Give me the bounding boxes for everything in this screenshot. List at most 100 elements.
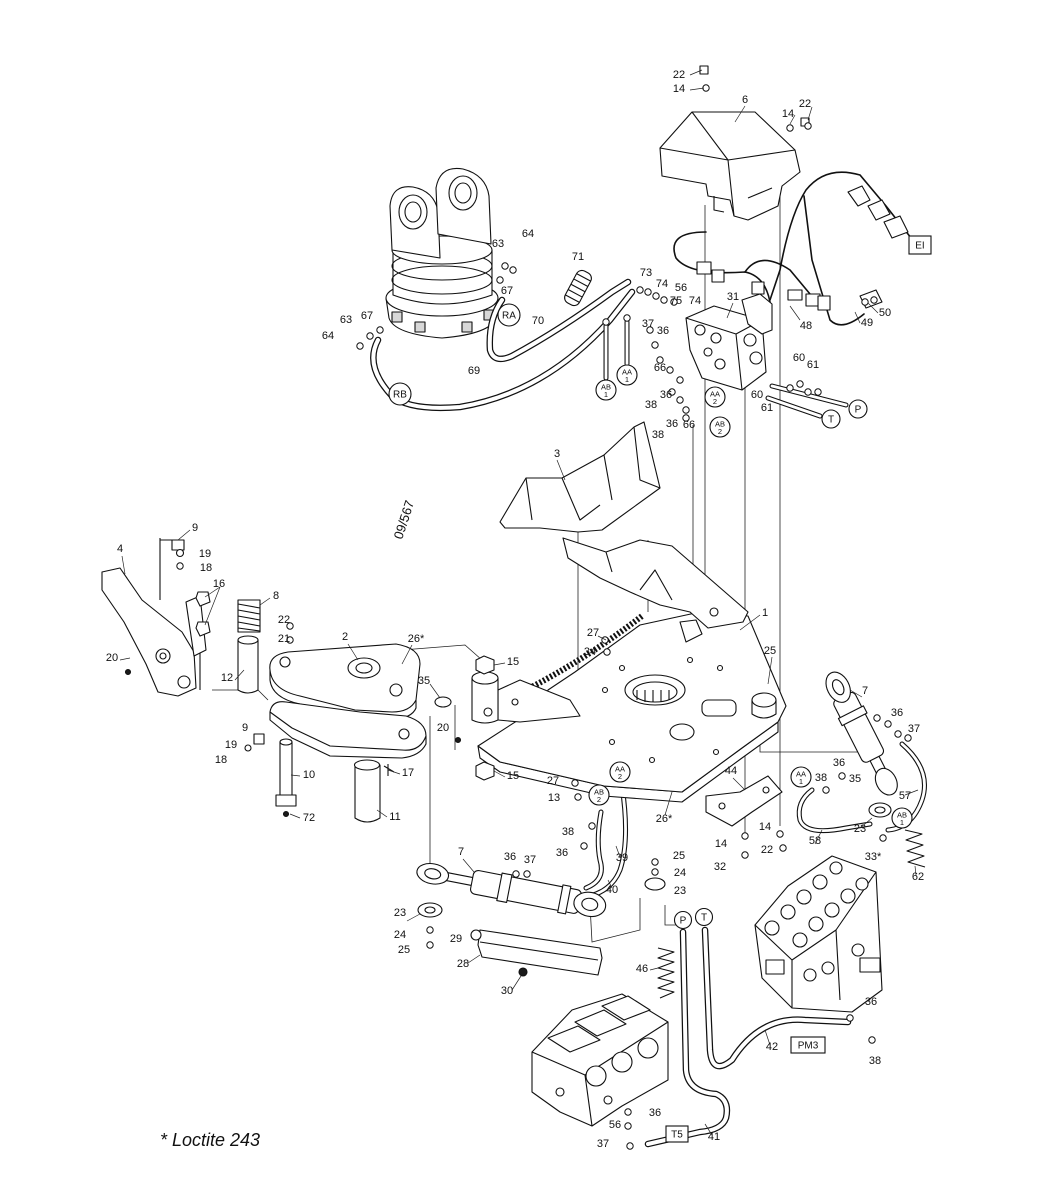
fitting	[741, 832, 749, 840]
callout-number: 49	[861, 317, 873, 329]
fitting	[624, 1122, 632, 1130]
pivot-bracket	[434, 671, 581, 724]
port-label-top: AA	[615, 765, 625, 774]
callout-number: 15	[507, 656, 519, 668]
callout-number: 62	[912, 871, 924, 883]
port-label: AA1	[790, 766, 812, 788]
fitting	[846, 1014, 854, 1022]
callout-number: 60	[793, 352, 805, 364]
fitting	[676, 396, 684, 404]
fitting	[496, 276, 504, 284]
port-label-bottom: 1	[604, 390, 608, 399]
callout-number: 10	[303, 769, 315, 781]
hose-to-t-core	[766, 396, 822, 418]
callout-number: 37	[908, 723, 920, 735]
callout-number: 48	[800, 320, 812, 332]
callout-number: 22	[278, 614, 290, 626]
fitting	[603, 648, 611, 656]
fitting	[574, 793, 582, 801]
port-label-circle	[694, 907, 714, 927]
callout-number: 36	[666, 418, 678, 430]
callout-number: 38	[652, 429, 664, 441]
port-label: AB1	[595, 379, 617, 401]
fitting	[776, 830, 784, 838]
callout-number: 22	[799, 98, 811, 110]
callout-number: 21	[278, 633, 290, 645]
port-label: AB2	[709, 416, 731, 438]
port-label-circle	[588, 784, 610, 806]
fitting	[624, 1108, 632, 1116]
callout-number: 24	[674, 867, 686, 879]
fitting	[366, 332, 374, 340]
port-label-circle	[595, 379, 617, 401]
nuts-part-15	[454, 655, 495, 781]
fitting	[822, 786, 830, 794]
callout-number: 23	[674, 885, 686, 897]
solenoid-valve	[531, 993, 669, 1127]
fitting	[623, 314, 631, 322]
port-label-circle	[704, 386, 726, 408]
callout-number: 67	[361, 310, 373, 322]
callout-number: 36	[660, 389, 672, 401]
port-label: P	[673, 910, 693, 930]
callout-number: 63	[340, 314, 352, 326]
callout-number: 2	[342, 631, 348, 643]
callout-number: 11	[389, 811, 400, 823]
fitting	[588, 822, 596, 830]
port-label: P	[848, 399, 868, 419]
callout-number: 66	[683, 419, 695, 431]
fitting	[571, 779, 579, 787]
hose-39-core	[588, 784, 627, 898]
callout-number: 3	[554, 448, 560, 460]
port-label-bottom: 1	[625, 375, 629, 384]
fitting	[426, 926, 434, 934]
fitting	[523, 870, 531, 878]
fitting	[779, 844, 787, 852]
callout-number: 23	[394, 907, 406, 919]
cover-part-6	[659, 65, 810, 221]
callout-number: 39	[616, 852, 628, 864]
callout-number: 4	[117, 543, 123, 555]
callout-number: 64	[322, 330, 334, 342]
port-label-text: P	[855, 405, 862, 416]
callout-number: 36	[657, 325, 669, 337]
callout-number: 16	[213, 578, 225, 590]
callout-number: 36	[504, 851, 516, 863]
fitting	[804, 388, 812, 396]
callout-number: 60	[751, 389, 763, 401]
pins-10-11	[275, 738, 395, 823]
hose-70-core	[487, 280, 630, 361]
callout-number: 64	[522, 228, 534, 240]
port-label-circle	[388, 382, 412, 406]
fitting	[894, 730, 902, 738]
fitting	[884, 720, 892, 728]
arm-part-2	[269, 643, 427, 759]
cylinder-part-7-right	[825, 671, 898, 796]
fitting	[601, 636, 609, 644]
port-label-text: P	[680, 916, 687, 927]
port-label-top: AA	[710, 390, 720, 399]
callout-number: 35	[418, 675, 430, 687]
callout-number: 34	[584, 646, 596, 658]
port-label-circle	[616, 364, 638, 386]
fitting	[804, 122, 812, 130]
connection-label: T5	[665, 1125, 689, 1143]
fitting	[873, 714, 881, 722]
port-label-circle	[673, 910, 693, 930]
connection-label: EI	[908, 235, 932, 255]
callout-number: 26*	[408, 633, 425, 645]
callout-number: 38	[815, 772, 827, 784]
protective-sleeves	[564, 269, 926, 999]
rotator	[385, 167, 499, 339]
connection-label-box	[665, 1125, 689, 1143]
callout-number: 66	[654, 362, 666, 374]
port-label-bottom: 1	[900, 818, 904, 827]
callout-number: 36	[556, 847, 568, 859]
callout-number: 14	[759, 821, 771, 833]
fitting	[870, 296, 878, 304]
fitting	[660, 296, 668, 304]
callout-number: 73	[640, 267, 652, 279]
valve-block-part-31	[685, 293, 773, 391]
